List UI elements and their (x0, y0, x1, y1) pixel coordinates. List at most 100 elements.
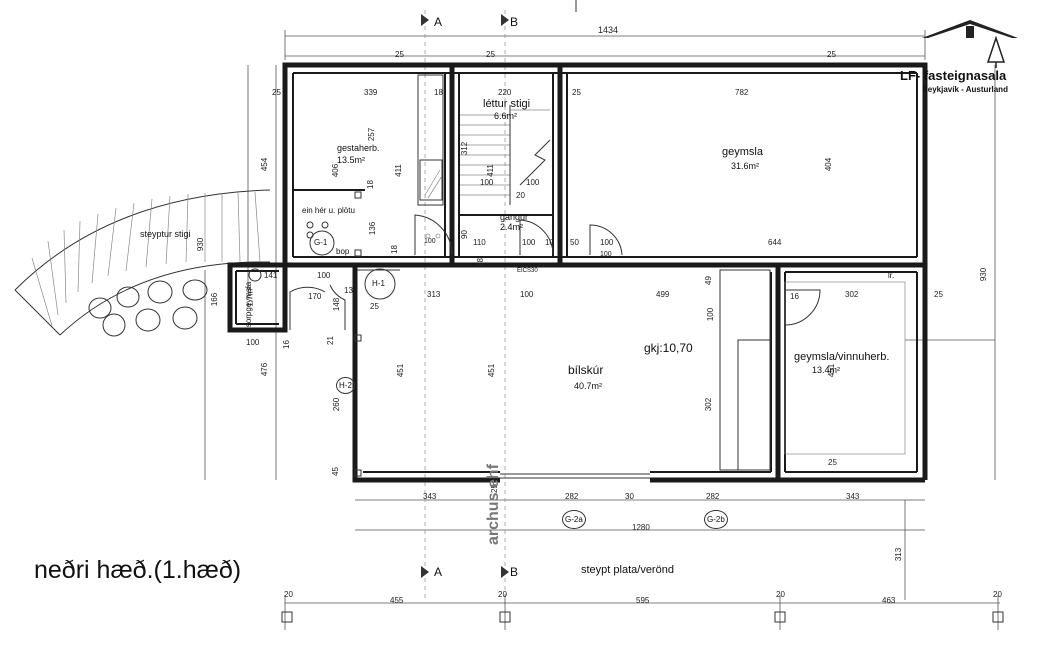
dim-100-c: 100 (480, 178, 494, 187)
dim-302: 302 (845, 290, 859, 299)
dim-bottom-282-b: 282 (706, 492, 720, 501)
dim-left-930: 930 (196, 237, 206, 252)
ein-her-label: ein hér u. plötu (302, 206, 355, 215)
dim-100-b: 100 (600, 238, 614, 247)
dim-404: 404 (824, 157, 834, 172)
marker-g-2a: G-2a (562, 510, 586, 529)
dim-49: 49 (703, 276, 713, 285)
room-bilskur-name: bílskúr (568, 363, 604, 377)
archus-watermark: archus ehf (485, 464, 502, 545)
steyptur-stigi-label: steyptur stigi (140, 229, 191, 239)
room-gestaherb-area: 13.5m² (337, 155, 366, 165)
section-a-top-label: A (434, 15, 443, 29)
room-lettur-stigi-area: 6.6m² (494, 111, 518, 121)
fixtures-upper (306, 191, 623, 257)
house-logo-icon (922, 20, 1018, 68)
section-markers (421, 0, 577, 600)
dim-451-b: 451 (487, 363, 497, 378)
dim-406: 406 (331, 163, 341, 178)
dim-312: 312 (460, 141, 470, 156)
dim-base-595: 595 (636, 596, 650, 605)
dim-right-313: 313 (894, 547, 904, 562)
dim-top-25-b: 25 (395, 50, 404, 59)
eics-label: EICS30 (517, 268, 538, 274)
dim-top-25-d: 25 (572, 88, 581, 97)
upper-building-walls (282, 62, 928, 268)
dim-base-20-a: 20 (284, 590, 293, 599)
internal-stair (460, 105, 551, 205)
room-lettur-stigi-name: léttur stigi (483, 98, 531, 110)
dim-left-166: 166 (210, 292, 220, 307)
room-sorpgeymsla-area: 1.7m² (245, 286, 255, 307)
dim-100-h: 100 (424, 238, 436, 245)
marker-h-1: H-1 (372, 279, 385, 288)
dim-base-20-d: 20 (993, 590, 1002, 599)
dim-left-45: 45 (330, 467, 340, 476)
dim-313: 313 (427, 290, 441, 299)
dim-left-454: 454 (260, 157, 270, 172)
dim-90: 90 (459, 230, 469, 239)
dim-left-16: 16 (281, 340, 291, 349)
dim-25-h: 25 (828, 458, 837, 467)
dim-50: 50 (570, 238, 579, 247)
room-geymsla-vinnuherb-area: 13.4m² (812, 365, 841, 375)
dim-top-total: 1434 (598, 25, 619, 35)
dim-782: 782 (735, 88, 749, 97)
dim-bottom-282-a: 282 (565, 492, 579, 501)
dim-bottom-total: 1280 (632, 523, 650, 532)
marker-g-2b: G-2b (704, 510, 728, 529)
dim-top-25-c: 25 (486, 50, 495, 59)
room-gangur-area: 2.4m² (500, 222, 524, 232)
dim-top-25-e: 25 (827, 50, 836, 59)
dim-100-room: 100 (520, 290, 534, 299)
dim-100-f: 100 (246, 338, 260, 347)
logo-brand-text: LF- fasteignasala (900, 68, 1007, 83)
dim-16-room: 16 (790, 292, 799, 301)
company-logo: LF- fasteignasala Reykjavík - Austurland (900, 18, 1040, 98)
dim-100-a: 100 (522, 238, 536, 247)
dim-100-d: 100 (526, 178, 540, 187)
dim-top-25-a: 25 (272, 88, 281, 97)
bop-label: bop (336, 247, 350, 256)
dim-25-room: 25 (934, 290, 943, 299)
right-dimension-lines (904, 65, 996, 600)
dim-bottom-30: 30 (625, 492, 634, 501)
room-geymsla-vinnuherb-name: geymsla/vinnuherb. (794, 351, 890, 363)
top-dimension-line (284, 30, 926, 60)
room-geymsla-area: 31.6m² (731, 161, 760, 171)
dim-18: 18 (434, 88, 443, 97)
external-stairs (14, 189, 271, 337)
dim-18-b: 18 (389, 245, 399, 254)
dim-base-20-c: 20 (776, 590, 785, 599)
dim-100-e: 100 (317, 271, 331, 280)
dim-20: 20 (516, 191, 525, 200)
steypt-plata-label: steypt plata/verönd (581, 564, 674, 576)
dim-644: 644 (768, 238, 782, 247)
dim-110: 110 (473, 238, 486, 247)
dim-499: 499 (656, 290, 670, 299)
lr-label: lr. (888, 271, 895, 280)
dim-100-g: 100 (706, 307, 716, 322)
marker-g-1: G-1 (314, 238, 328, 247)
left-dimension-lines (204, 65, 277, 480)
room-gangur-name: gangur (500, 212, 529, 222)
dim-170: 170 (308, 292, 322, 301)
dim-136: 136 (368, 221, 378, 236)
dim-451-a: 451 (396, 363, 406, 378)
dim-base-20-b: 20 (498, 590, 507, 599)
section-b-bottom-label: B (510, 565, 519, 579)
dim-18-a: 18 (365, 180, 375, 189)
dim-right-930: 930 (979, 267, 989, 282)
dim-bottom-343-a: 343 (423, 492, 437, 501)
dim-100-i: 100 (600, 251, 612, 258)
logo-sub-text: Reykjavík - Austurland (922, 85, 1008, 94)
dim-left-476: 476 (260, 362, 270, 377)
dim-25-f: 25 (370, 302, 379, 311)
dim-left-260: 260 (332, 397, 342, 412)
marker-h-2: H-2 (336, 377, 355, 394)
dim-339: 339 (364, 88, 378, 97)
dim-base-463: 463 (882, 596, 896, 605)
floor-caption: neðri hæð.(1.hæð) (34, 556, 242, 584)
dim-220: 220 (498, 88, 512, 97)
